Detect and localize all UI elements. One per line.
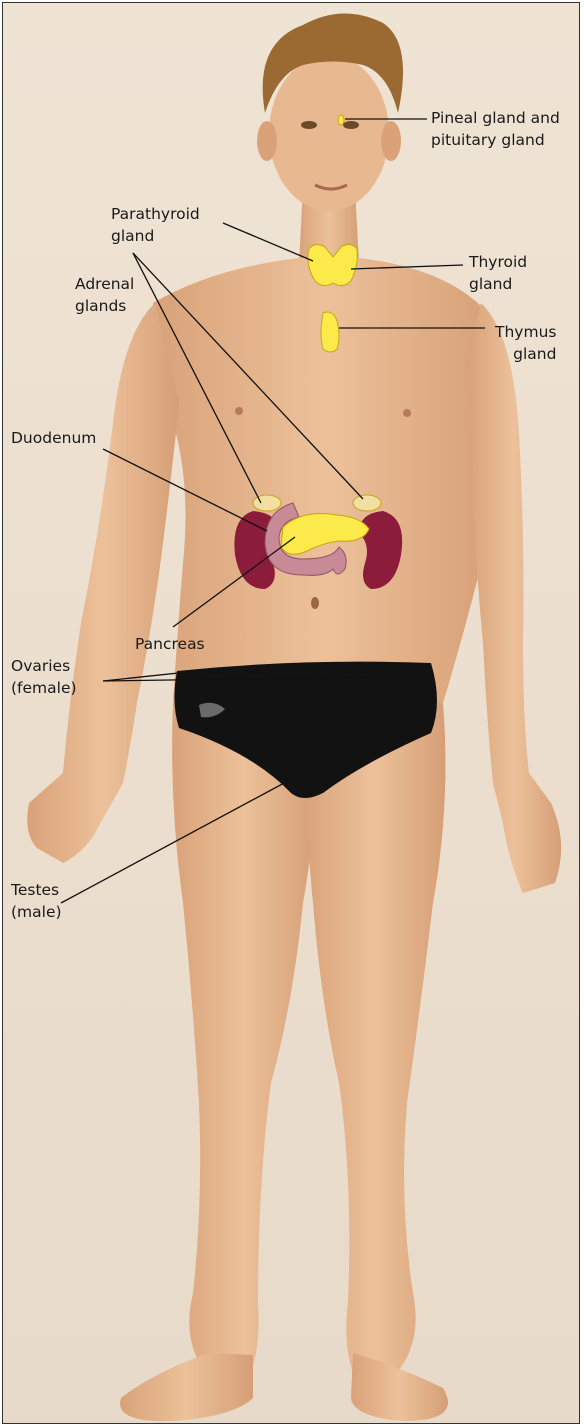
adrenal-gland-left-icon	[253, 495, 281, 511]
label-pancreas: Pancreas	[135, 633, 205, 655]
label-adrenal: Adrenal glands	[75, 273, 134, 317]
body-silhouette	[27, 188, 561, 1421]
parathyroid-leader	[223, 223, 313, 261]
head	[257, 13, 403, 211]
pineal-gland-icon	[338, 115, 344, 125]
human-body-illustration	[3, 3, 580, 1424]
adrenal-gland-right-icon	[353, 495, 381, 511]
label-thymus: Thymus gland	[495, 321, 556, 365]
label-pineal-pituitary: Pineal gland and pituitary gland	[431, 107, 560, 151]
label-ovaries: Ovaries (female)	[11, 655, 77, 699]
thymus-gland-icon	[321, 312, 339, 352]
label-parathyroid: Parathyroid gland	[111, 203, 200, 247]
label-thyroid: Thyroid gland	[469, 251, 527, 295]
label-testes: Testes (male)	[11, 879, 62, 923]
label-duodenum: Duodenum	[11, 427, 96, 449]
